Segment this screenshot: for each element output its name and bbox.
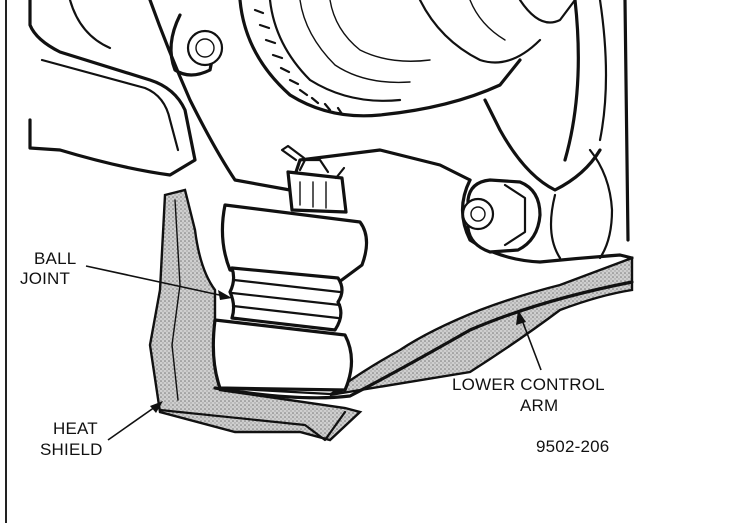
steering-knuckle	[28, 0, 472, 192]
lower-control-arm-label-line2: ARM	[520, 396, 558, 415]
heat-shield-label-line2: SHIELD	[40, 440, 103, 459]
leader-ball-joint	[85, 265, 232, 300]
lower-control-arm-label-line1: LOWER CONTROL	[452, 375, 605, 394]
leader-heat-shield	[107, 401, 163, 441]
control-arm-edge	[213, 280, 634, 400]
pivot-bolt	[461, 178, 542, 254]
heat-shield-label-line1: HEAT	[53, 419, 98, 438]
heat-shield	[148, 188, 363, 442]
leader-lower-control-arm	[516, 310, 542, 371]
ball-joint-label-line2: JOINT	[20, 269, 70, 288]
ball-joint-label-line1: BALL	[34, 249, 76, 268]
wheel-hub-assembly	[238, 0, 630, 242]
ball-joint	[211, 144, 369, 396]
figure-number: 9502-206	[536, 437, 609, 456]
